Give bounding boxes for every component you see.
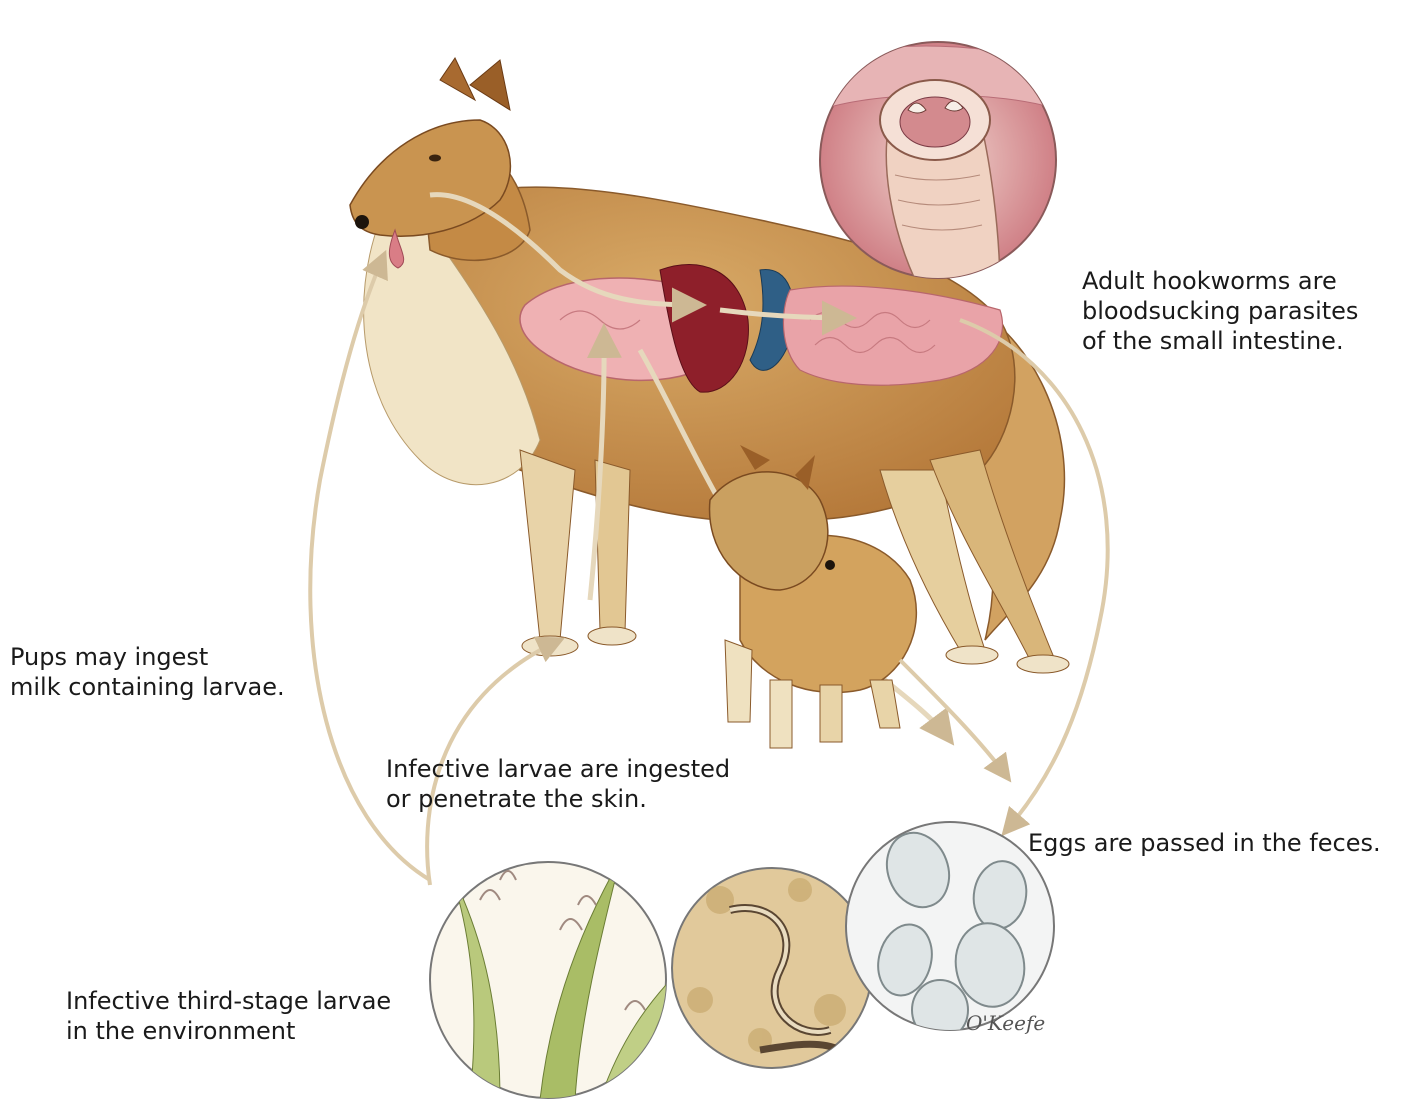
adult-label-line-1: Adult hookworms are [1082,266,1358,296]
environment-label-line-2: in the environment [66,1016,391,1046]
pups-ingest-label: Pups may ingest milk containing larvae. [10,642,285,702]
infective-larvae-label: Infective larvae are ingested or penetra… [386,754,730,814]
artist-signature: O'Keefe [966,1011,1045,1035]
pups-label-line-1: Pups may ingest [10,642,285,672]
eggs-closeup [846,822,1054,1040]
infective-label-line-1: Infective larvae are ingested [386,754,730,784]
eggs-label-text: Eggs are passed in the feces. [1028,828,1381,858]
infective-label-line-2: or penetrate the skin. [386,784,730,814]
environment-label-line-1: Infective third-stage larvae [66,986,391,1016]
environment-larvae-label: Infective third-stage larvae in the envi… [66,986,391,1046]
grass-larvae-closeup [430,860,680,1100]
adult-label-line-3: of the small intestine. [1082,326,1358,356]
eggs-label: Eggs are passed in the feces. [1028,828,1381,858]
adult-hookworms-label: Adult hookworms are bloodsucking parasit… [1082,266,1358,356]
soil-larvae-closeup [672,868,872,1068]
pups-label-line-2: milk containing larvae. [10,672,285,702]
adult-label-line-2: bloodsucking parasites [1082,296,1358,326]
